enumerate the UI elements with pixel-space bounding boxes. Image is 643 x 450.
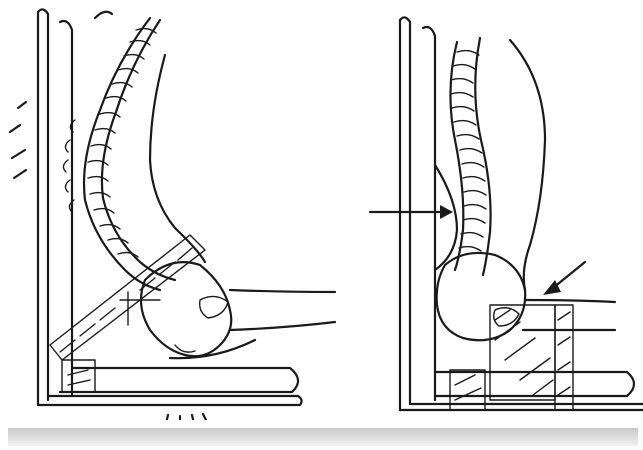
arrow-pelvis — [543, 262, 585, 295]
caption-shadow-bar — [8, 428, 638, 446]
upright-posture-svg — [345, 0, 643, 420]
slumped-posture-illustration — [0, 0, 345, 420]
impact-marks-seat — [165, 414, 208, 420]
upright-posture-illustration — [345, 0, 643, 420]
chair-seat — [400, 372, 643, 410]
arrow-lumbar — [370, 205, 453, 219]
pelvis-bone — [437, 253, 526, 340]
slumped-posture-svg — [0, 0, 345, 420]
body-outline — [510, 40, 615, 330]
chair-back — [400, 17, 435, 410]
seat-support-hatching — [450, 305, 573, 410]
impact-marks-back — [10, 102, 26, 178]
pelvis-bone — [141, 262, 231, 356]
chair-seat — [38, 368, 302, 405]
lumbar-support-cushion — [435, 165, 457, 270]
spine-vertebrae — [63, 18, 175, 290]
